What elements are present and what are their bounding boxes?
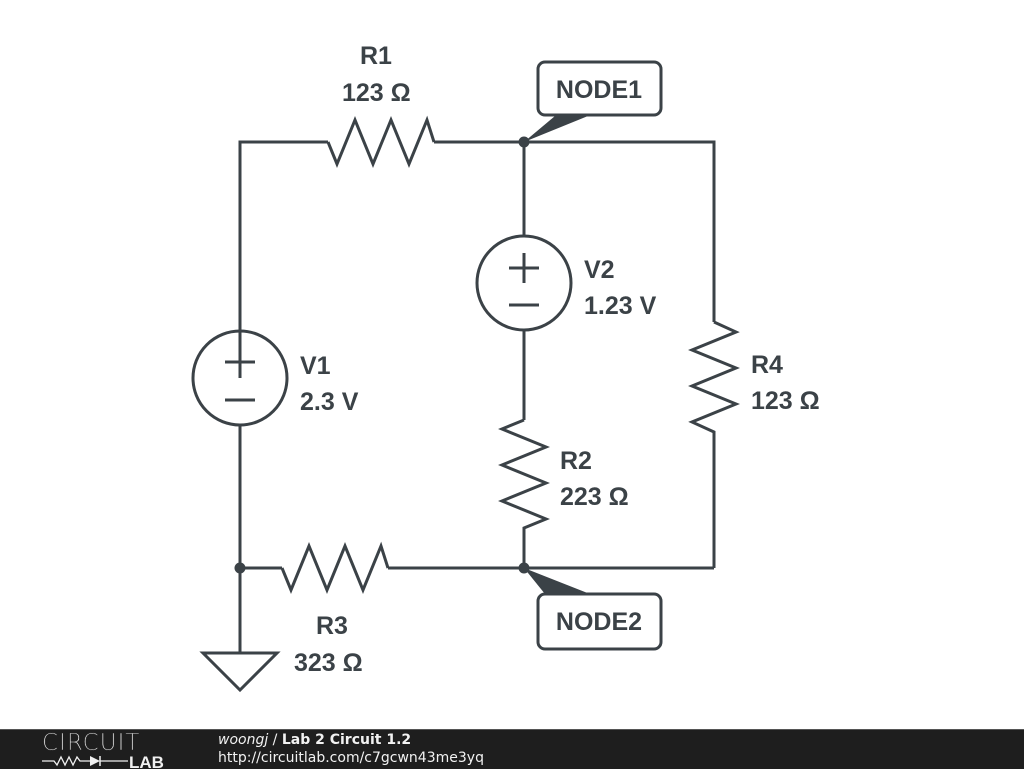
r2-value: 223 Ω: [560, 483, 629, 511]
wire-top: [238, 140, 716, 378]
footer-title-line: woongj / Lab 2 Circuit 1.2: [218, 732, 411, 748]
circuit-schematic: R1 123 Ω V1 2.3 V V2 1.23 V R2 223 Ω R4 …: [191, 42, 820, 693]
junction-ground: [234, 562, 246, 574]
logo-text-circuit: CIRCUIT: [42, 730, 141, 756]
r3-name: R3: [316, 612, 348, 640]
resistor-r2[interactable]: [498, 418, 550, 568]
node2-label[interactable]: NODE2: [524, 568, 663, 651]
resistor-r3[interactable]: [280, 541, 390, 594]
voltage-source-v1[interactable]: [191, 142, 289, 568]
circuitlab-logo[interactable]: CIRCUIT LAB: [42, 730, 178, 769]
footer-separator: /: [268, 732, 282, 748]
r3-value: 323 Ω: [294, 649, 363, 677]
v1-name: V1: [300, 352, 331, 380]
footer-circuit-title[interactable]: Lab 2 Circuit 1.2: [281, 732, 412, 748]
footer-user[interactable]: woongj: [218, 732, 269, 748]
footer-url[interactable]: http://circuitlab.com/c7gcwn43me3yq: [218, 750, 484, 766]
wire-bottom: [238, 566, 714, 652]
r4-value: 123 Ω: [751, 387, 820, 415]
resistor-r1[interactable]: [326, 115, 436, 168]
logo-resistor-diode-icon: LAB: [42, 753, 164, 769]
r1-name: R1: [360, 42, 392, 70]
v1-value: 2.3 V: [300, 388, 359, 416]
voltage-source-v2[interactable]: [475, 142, 573, 420]
v2-name: V2: [584, 256, 615, 284]
node1-text: NODE1: [556, 76, 642, 104]
ground-icon: [199, 651, 281, 693]
r2-name: R2: [560, 447, 592, 475]
footer-bar: CIRCUIT LAB woongj / Lab 2 Circuit 1.2 h…: [0, 729, 1024, 769]
v2-value: 1.23 V: [584, 292, 657, 320]
node2-text: NODE2: [556, 608, 642, 636]
logo-text-lab: LAB: [129, 753, 164, 769]
r4-name: R4: [751, 351, 783, 379]
node1-label[interactable]: NODE1: [524, 60, 663, 142]
r1-value: 123 Ω: [342, 79, 411, 107]
resistor-r4[interactable]: [688, 320, 740, 568]
